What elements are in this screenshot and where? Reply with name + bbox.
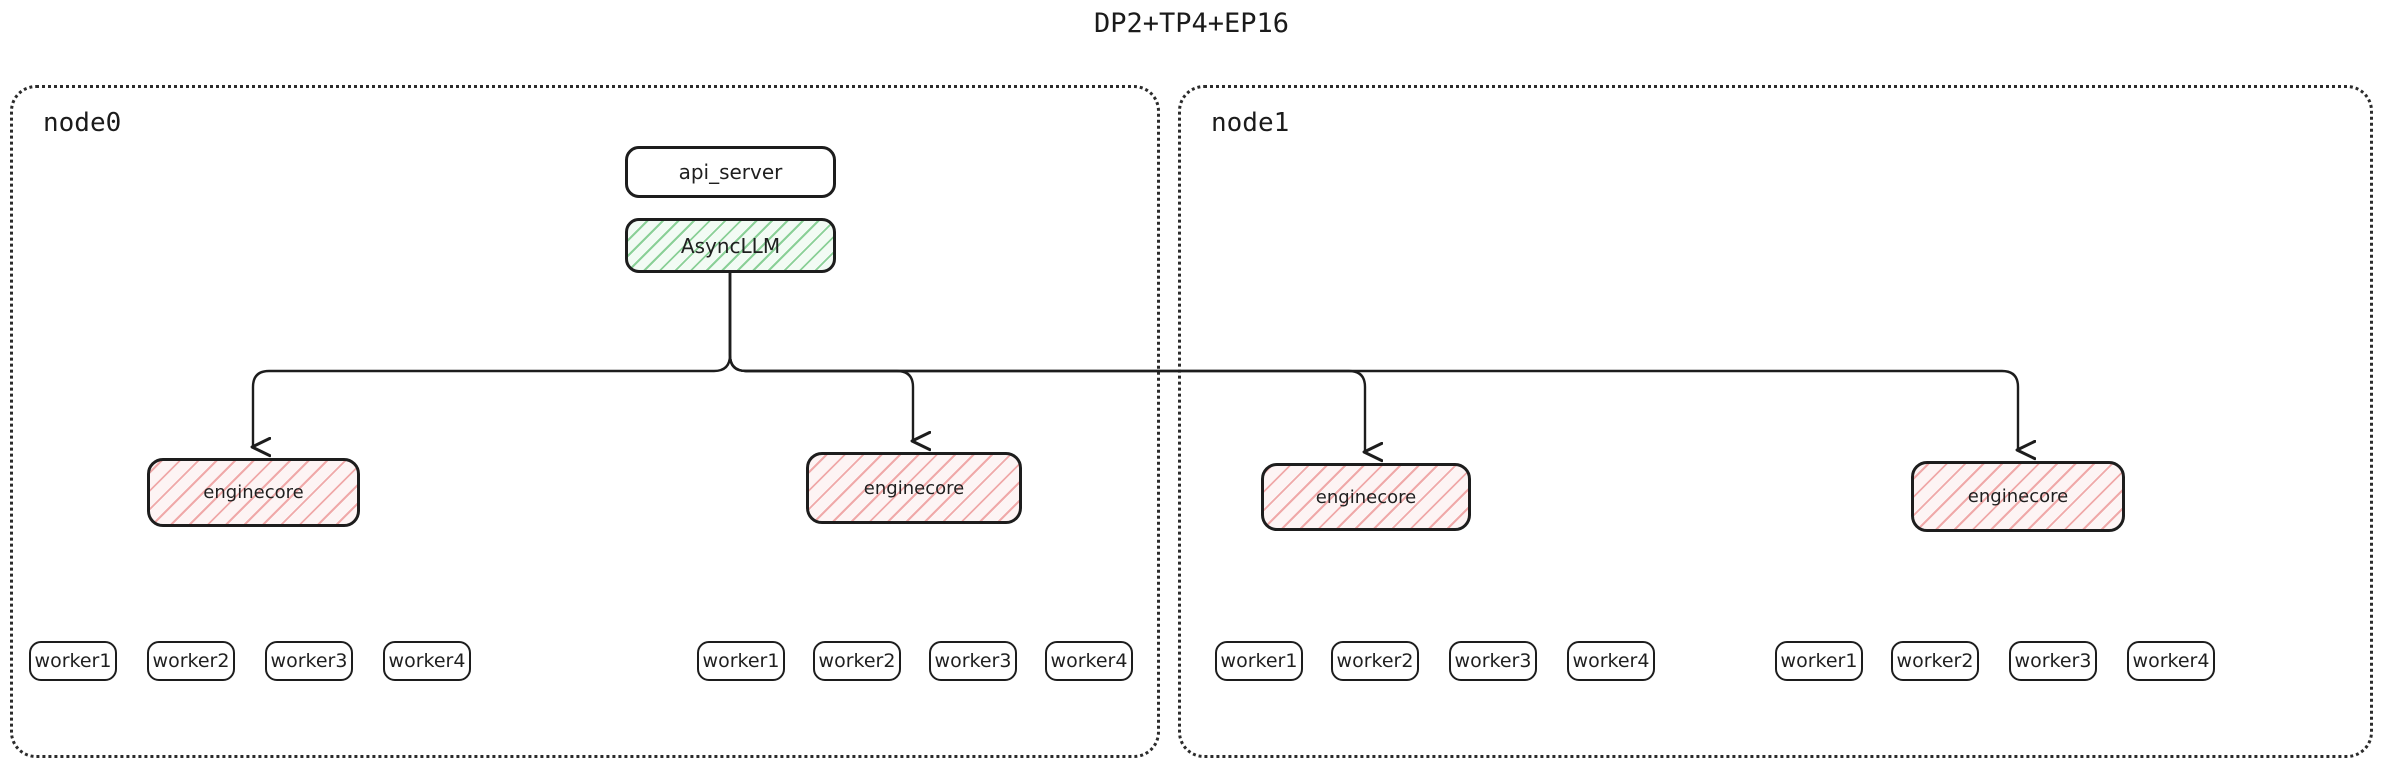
worker-label: worker3 [934, 650, 1012, 672]
worker-label: worker4 [1572, 650, 1650, 672]
worker-box-w-n0a-2[interactable]: worker2 [147, 641, 235, 681]
engine-label: enginecore [1315, 486, 1417, 508]
node-group-label-node1: node1 [1211, 108, 1290, 138]
worker-box-w-n0b-4[interactable]: worker4 [1045, 641, 1133, 681]
worker-label: worker1 [1780, 650, 1858, 672]
engine-box-enginecore-n0-1[interactable]: enginecore [806, 452, 1022, 524]
worker-label: worker2 [1896, 650, 1974, 672]
worker-label: worker4 [2132, 650, 2210, 672]
worker-box-w-n1b-4[interactable]: worker4 [2127, 641, 2215, 681]
page-title: DP2+TP4+EP16 [1093, 8, 1290, 39]
worker-box-w-n1b-2[interactable]: worker2 [1891, 641, 1979, 681]
api-label: api_server [678, 160, 783, 184]
worker-box-w-n1a-3[interactable]: worker3 [1449, 641, 1537, 681]
worker-box-w-n0b-1[interactable]: worker1 [697, 641, 785, 681]
async-label: AsyncLLM [680, 233, 781, 258]
worker-box-w-n0a-1[interactable]: worker1 [29, 641, 117, 681]
worker-box-w-n0b-2[interactable]: worker2 [813, 641, 901, 681]
worker-label: worker2 [1336, 650, 1414, 672]
worker-label: worker3 [2014, 650, 2092, 672]
worker-label: worker3 [1454, 650, 1532, 672]
worker-box-w-n1b-3[interactable]: worker3 [2009, 641, 2097, 681]
worker-label: worker4 [1050, 650, 1128, 672]
node-group-label-node0: node0 [43, 108, 122, 138]
worker-label: worker3 [270, 650, 348, 672]
worker-box-w-n1a-4[interactable]: worker4 [1567, 641, 1655, 681]
worker-box-w-n1a-1[interactable]: worker1 [1215, 641, 1303, 681]
worker-box-w-n0a-3[interactable]: worker3 [265, 641, 353, 681]
engine-label: enginecore [1967, 486, 2069, 507]
worker-label: worker2 [152, 650, 230, 672]
worker-label: worker1 [1220, 650, 1298, 672]
worker-label: worker1 [34, 650, 112, 672]
engine-label: enginecore [863, 477, 965, 499]
worker-label: worker1 [702, 650, 780, 672]
api-box-api_server[interactable]: api_server [625, 146, 836, 198]
worker-box-w-n1a-2[interactable]: worker2 [1331, 641, 1419, 681]
worker-label: worker4 [388, 650, 466, 672]
engine-box-enginecore-n1-1[interactable]: enginecore [1911, 461, 2125, 532]
engine-box-enginecore-n0-0[interactable]: enginecore [147, 458, 360, 527]
engine-box-enginecore-n1-0[interactable]: enginecore [1261, 463, 1471, 531]
worker-box-w-n1b-1[interactable]: worker1 [1775, 641, 1863, 681]
async-box-asyncllm[interactable]: AsyncLLM [625, 218, 836, 273]
worker-box-w-n0b-3[interactable]: worker3 [929, 641, 1017, 681]
worker-label: worker2 [818, 650, 896, 672]
engine-label: enginecore [203, 482, 304, 503]
worker-box-w-n0a-4[interactable]: worker4 [383, 641, 471, 681]
